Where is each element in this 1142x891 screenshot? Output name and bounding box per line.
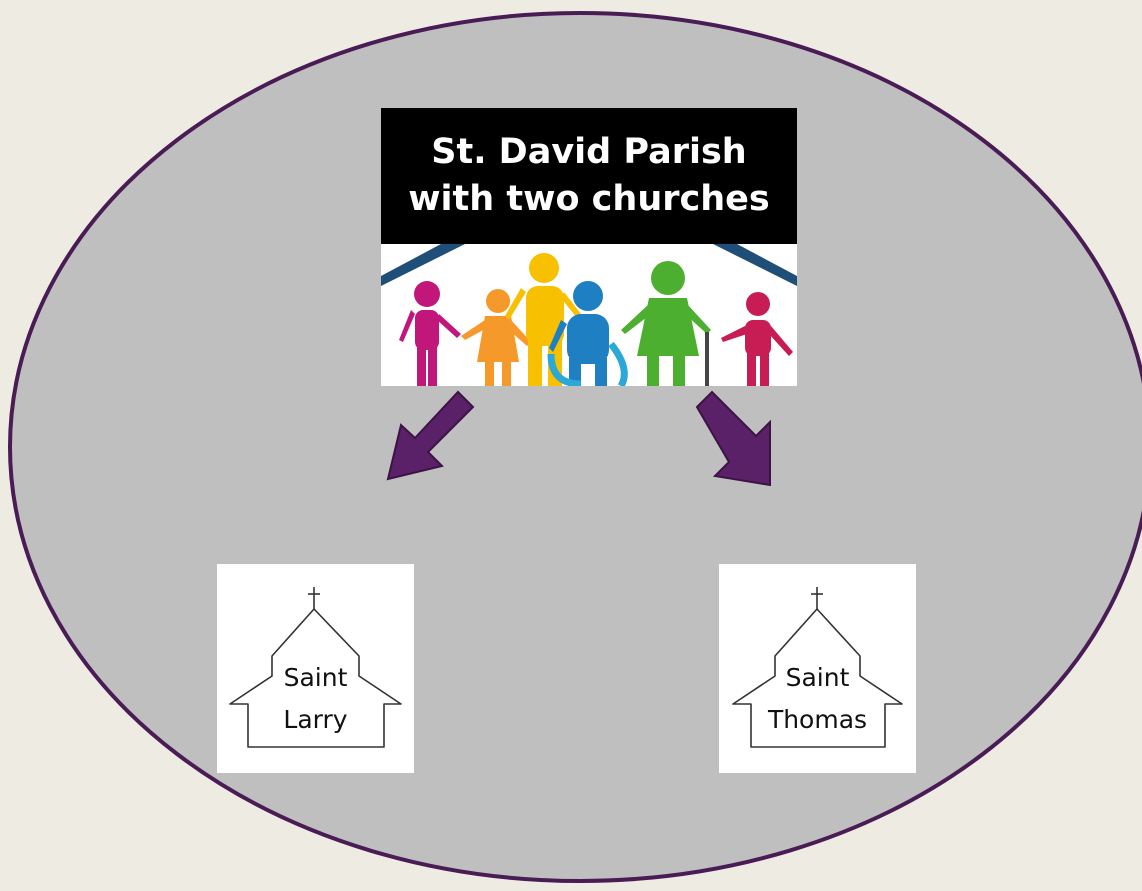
parish-title-line1: St. David Parish [431,132,747,172]
parish-title: St. David Parish with two churches [381,108,797,244]
parish-title-card: St. David Parish with two churches [381,108,797,386]
down-arrow-icon [386,390,475,481]
parish-title-line2: with two churches [408,179,770,219]
church-icon [229,587,402,748]
church-icon [732,587,903,748]
left-arrow [386,390,475,481]
church-card-larry: Saint Larry [217,564,414,773]
family-people-icon [381,244,797,386]
right-arrow [695,390,771,487]
church-name-line2: Larry [283,705,348,734]
church-card-thomas: Saint Thomas [719,564,916,773]
church-name-line2: Thomas [767,705,868,734]
church-name-line1: Saint [785,663,850,692]
church-name-line1: Saint [283,663,348,692]
down-arrow-icon [695,390,771,487]
